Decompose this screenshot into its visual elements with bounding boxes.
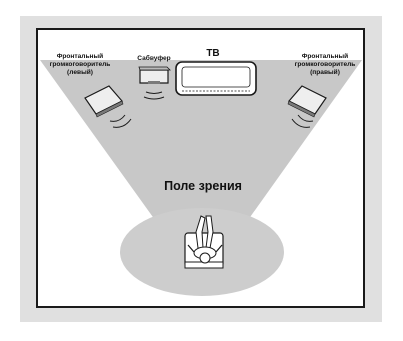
front-left-speaker-label-line-1: Фронтальный bbox=[57, 52, 103, 60]
subwoofer-port bbox=[148, 81, 160, 84]
front-right-sound-wave-1 bbox=[297, 114, 314, 122]
front-right-speaker bbox=[287, 85, 327, 128]
viewer-leg-left bbox=[195, 215, 206, 249]
subwoofer-sound-wave-2 bbox=[143, 96, 165, 100]
front-right-speaker-grille bbox=[287, 100, 316, 118]
viewer-on-chair bbox=[184, 215, 224, 269]
viewer-head bbox=[199, 252, 211, 264]
field-of-view-label: Поле зрения bbox=[164, 179, 242, 193]
viewer-leg-right bbox=[205, 215, 214, 249]
tv-label: ТВ bbox=[206, 48, 219, 59]
tv-screen bbox=[181, 66, 251, 88]
front-left-speaker bbox=[84, 85, 132, 128]
front-left-sound-wave-2 bbox=[112, 118, 132, 128]
front-left-speaker-grille bbox=[95, 100, 124, 118]
front-left-speaker-label-line-3: (левый) bbox=[67, 68, 93, 76]
subwoofer-top bbox=[138, 66, 171, 71]
front-right-sound-wave-2 bbox=[291, 118, 311, 128]
front-left-sound-wave-1 bbox=[109, 114, 126, 122]
front-left-speaker-label-line-2: громкоговоритель bbox=[50, 61, 111, 68]
subwoofer-label: Сабвуфер bbox=[137, 54, 170, 62]
tv bbox=[175, 61, 257, 96]
subwoofer-sound-wave-1 bbox=[145, 91, 163, 94]
subwoofer bbox=[138, 66, 171, 100]
viewer-arm-right bbox=[215, 244, 223, 253]
viewer-arm-left bbox=[187, 244, 195, 253]
front-right-speaker-label-line-3: (правый) bbox=[310, 68, 340, 76]
front-right-speaker-label-line-1: Фронтальный bbox=[302, 52, 348, 60]
front-right-speaker-label-line-2: громкоговоритель bbox=[295, 61, 356, 68]
